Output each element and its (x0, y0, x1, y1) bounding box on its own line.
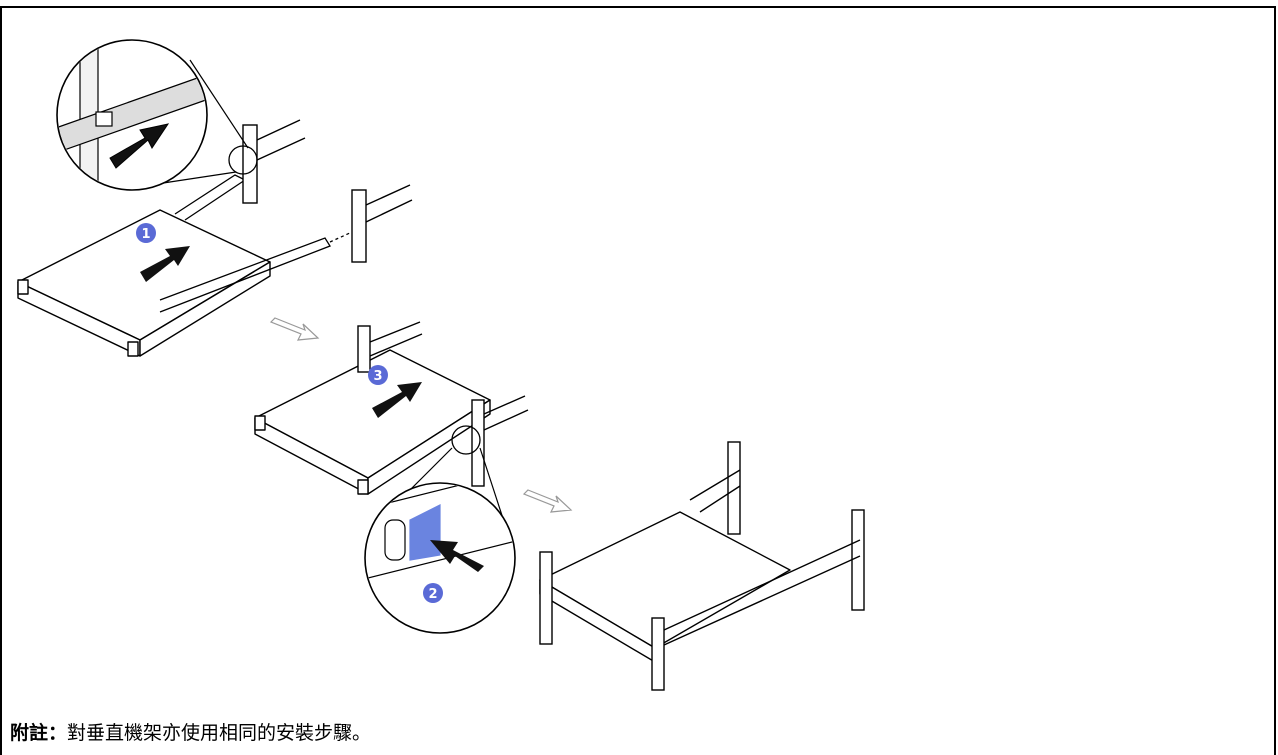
server-step3 (254, 349, 491, 495)
push-arrow-icon (372, 382, 422, 418)
push-arrow-icon (109, 123, 170, 169)
magnifier-callout (364, 425, 516, 634)
rack-install-diagram: 1 3 2 (17, 39, 865, 691)
flow-arrow-icon (269, 317, 573, 513)
push-arrow-icon (140, 246, 190, 282)
rack-posts-step1 (242, 119, 413, 263)
note: 附註：對垂直機架亦使用相同的安裝步驟。 (10, 718, 371, 745)
push-arrow-icon (430, 540, 484, 572)
rail-step1 (159, 174, 353, 313)
step-marker-1: 1 (136, 223, 156, 243)
figure-frame (0, 6, 1276, 755)
note-text: 對垂直機架亦使用相同的安裝步驟。 (67, 722, 372, 744)
server-final (539, 511, 791, 663)
note-label: 附註： (10, 722, 68, 744)
step-marker-3: 3 (368, 365, 388, 385)
magnifier-callout (56, 39, 258, 191)
step-marker-2: 2 (423, 583, 443, 603)
rack-posts-step3 (357, 321, 529, 487)
svg-text:1: 1 (141, 227, 150, 242)
svg-text:2: 2 (428, 587, 437, 602)
svg-text:3: 3 (373, 369, 382, 384)
rack-posts-final (539, 441, 865, 691)
